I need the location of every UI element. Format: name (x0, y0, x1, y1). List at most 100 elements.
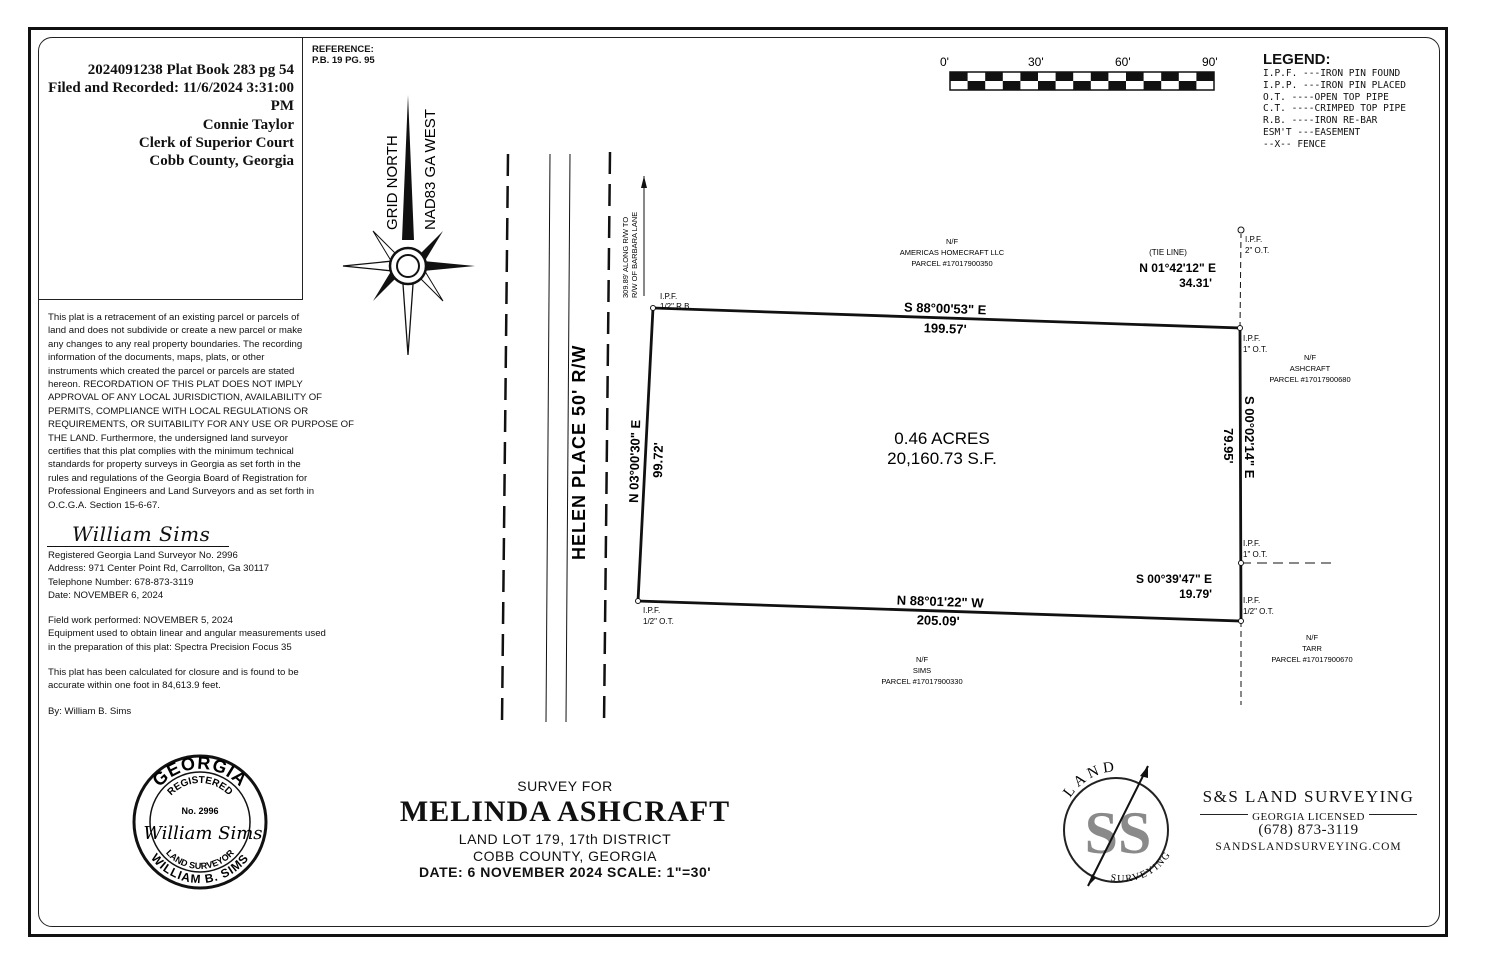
surveyor-signature: William Sims (72, 522, 211, 546)
seal-outer-ring (132, 754, 268, 890)
north-distance: 199.57' (923, 320, 966, 336)
pin-label: 1" O.T. (1243, 550, 1267, 559)
pin-ne (1237, 325, 1243, 331)
road-right-of-way: HELEN PLACE 50' R/W (500, 151, 612, 726)
certification-block: This plat is a retracement of an existin… (48, 311, 368, 512)
tie-bearing: N 01°42'12" E (1139, 261, 1216, 275)
west-bearing: N 03°00'30" E (626, 419, 643, 503)
legend-item: I.P.P. ---IRON PIN PLACED (1263, 79, 1406, 91)
logo-compass-needle (1087, 765, 1149, 887)
signature-line (47, 546, 229, 547)
certification-line: This plat is a retracement of an existin… (48, 312, 300, 323)
reference-value: P.B. 19 PG. 95 (312, 55, 375, 66)
north-arrow-ring-inner (396, 254, 420, 278)
company-website: SANDSLANDSURVEYING.COM (1215, 841, 1402, 853)
neighbor-east-label: ASHCRAFT (1290, 364, 1331, 373)
neighbor-south-label: N/F (916, 655, 929, 664)
scale-bar-cell (1161, 72, 1179, 81)
logo-land-text: LAND (1060, 759, 1118, 801)
pin-label: I.P.F. (1245, 235, 1262, 244)
pin-label: 1/2" O.T. (1243, 607, 1274, 616)
scale-tick-label: 0' (940, 55, 949, 69)
scale-bar-cell (1196, 72, 1214, 81)
surveyor-info-line: Address: 971 Center Point Rd, Carrollton… (48, 563, 270, 575)
certification-line: certifies that this plat complies with t… (48, 446, 294, 458)
parcel-square-feet: 20,160.73 S.F. (887, 449, 997, 468)
grid-north-label: GRID NORTH (384, 135, 401, 230)
legend-item: O.T. ----OPEN TOP PIPE (1263, 91, 1389, 103)
road-pavement-right (565, 153, 571, 723)
certification-line: land and does not subdivide or create a … (48, 325, 303, 337)
neighbor-north-label: N/F (946, 237, 959, 246)
land-lot: LAND LOT 179, 17th DISTRICT (458, 831, 672, 847)
scale-bar-cell (1108, 81, 1126, 90)
scale-bar-cell (1178, 81, 1197, 90)
company-logo: SS LAND SURVEYING (1060, 759, 1172, 887)
along-row-label: R/W OF BARBARA LANE (630, 212, 639, 298)
outer-border (28, 27, 1448, 937)
tie-pin-marker (1237, 226, 1245, 234)
logo-ring (1063, 777, 1169, 883)
pin-label: I.P.F. (660, 292, 677, 301)
title-block: SURVEY FOR MELINDA ASHCRAFT LAND LOT 179… (395, 778, 735, 881)
reference-label: REFERENCE: (312, 44, 374, 55)
company-info: S&S LAND SURVEYING GEORGIA LICENSED (678… (1196, 787, 1421, 855)
certification-line: standards for property surveys in Georgi… (48, 459, 301, 471)
inner-border (38, 37, 1440, 927)
legend-title: LEGEND: (1263, 51, 1331, 68)
scale-bar-cell (1002, 81, 1021, 90)
road-pavement-left (545, 153, 551, 723)
certification-line: APPROVAL OF ANY LOCAL JURISDICTION, AVAI… (48, 392, 323, 404)
client-name: MELINDA ASHCRAFT (399, 795, 731, 828)
east-distance: 79.95' (1221, 428, 1236, 464)
pin-label: I.P.F. (1243, 334, 1260, 343)
by-line: By: William B. Sims (48, 706, 132, 717)
tie-line-label: (TIE LINE) (1149, 248, 1187, 257)
seal-signature: William Sims (143, 823, 262, 844)
closure-info: This plat has been calculated for closur… (48, 666, 299, 693)
north-arrow-east (423, 261, 475, 271)
certification-paragraph: This plat is a retracement of an existin… (48, 311, 368, 512)
certification-line: Professional Engineers and Land Surveyor… (48, 486, 315, 498)
certification-line: rules and regulations of the Georgia Boa… (48, 472, 308, 484)
scale-bar-cell (985, 72, 1003, 81)
pin-label: 1/2" O.T. (643, 617, 674, 626)
surveyor-info-line: Telephone Number: 678-873-3119 (48, 576, 194, 588)
pin-label: 2" O.T. (1245, 246, 1269, 255)
tie-line (1239, 233, 1242, 329)
certification-line: instruments which created the parcel or … (48, 365, 295, 377)
north-bearing: S 88°00'53" E (904, 300, 987, 318)
pin-label: 1/2" R.B. (660, 302, 692, 311)
scale-tick-label: 90' (1202, 55, 1218, 69)
licensed-label: GEORGIA LICENSED (1248, 811, 1369, 823)
north-arrow: GRID NORTH NAD83 GA WEST (342, 95, 475, 356)
recording-line: Cobb County, Georgia (149, 153, 294, 169)
county: COBB COUNTY, GEORGIA (473, 847, 657, 864)
reference-note: REFERENCE: P.B. 19 PG. 95 (312, 44, 375, 66)
neighbor-north-label: PARCEL #17017900350 (911, 259, 992, 268)
neighbor-southeast-label: PARCEL #17017900670 (1271, 655, 1352, 664)
certification-line: any changes to any real property boundar… (48, 338, 303, 350)
pin-sw (635, 598, 641, 604)
parcel-acreage: 0.46 ACRES (894, 429, 989, 448)
scale-bar-cells (949, 71, 1215, 91)
scale-bar-cell (1090, 72, 1109, 81)
pin-se (1238, 618, 1244, 624)
pin-label: I.P.F. (643, 606, 660, 615)
logo-monogram: SS (1085, 800, 1152, 866)
pin-label: 1" O.T. (1243, 345, 1267, 354)
along-row-label: 309.89' ALONG R/W TO (621, 217, 630, 298)
scale-bar-cell (1055, 72, 1074, 81)
pin-label: I.P.F. (1243, 539, 1260, 548)
neighbor-east-label: N/F (1304, 353, 1317, 362)
pin-e (1238, 560, 1244, 566)
logo-needle-tip (1140, 766, 1148, 778)
scale-bar-cell (1020, 72, 1038, 81)
legend-item: R.B. ----IRON RE-BAR (1263, 115, 1378, 127)
neighbor-north-label: AMERICAS HOMECRAFT LLC (900, 248, 1005, 257)
east-bearing: S 00°02'14" E (1242, 396, 1257, 479)
recording-line: PM (270, 98, 294, 114)
logo-needle-tail (1088, 874, 1096, 886)
